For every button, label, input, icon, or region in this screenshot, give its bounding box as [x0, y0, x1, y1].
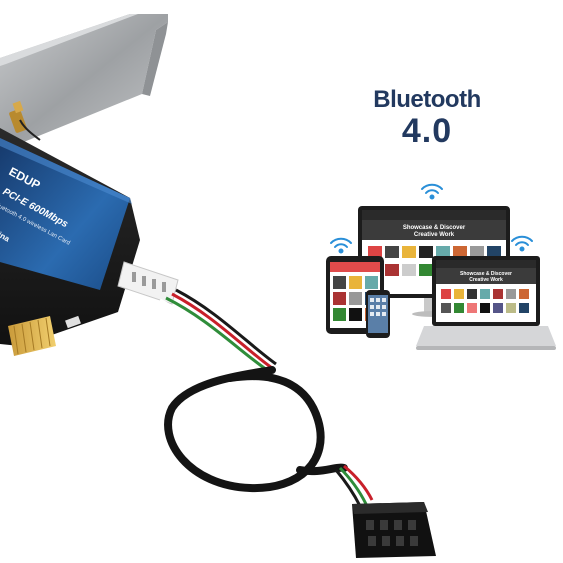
bluetooth-icon [435, 118, 450, 144]
antenna-icon [9, 100, 41, 141]
wifi-icon [330, 237, 352, 254]
usb-cable [164, 366, 348, 493]
bluetooth-version-suffix: 0 [432, 112, 453, 150]
laptop [416, 256, 556, 350]
wifi-module [0, 138, 132, 290]
usb-header-connector [352, 502, 436, 558]
bluetooth-version-prefix: 4. [401, 112, 433, 150]
card-connector [117, 261, 179, 305]
smartphone [366, 290, 390, 338]
wire-bundle [159, 288, 277, 378]
bluetooth-version: 4.0 [352, 112, 502, 151]
wifi-icon [511, 235, 533, 252]
wifi-icon [421, 183, 443, 200]
pci-bracket [0, 14, 168, 150]
bluetooth-title: Bluetooth [373, 86, 481, 113]
header-wires [334, 462, 380, 507]
devices-group [326, 206, 556, 350]
